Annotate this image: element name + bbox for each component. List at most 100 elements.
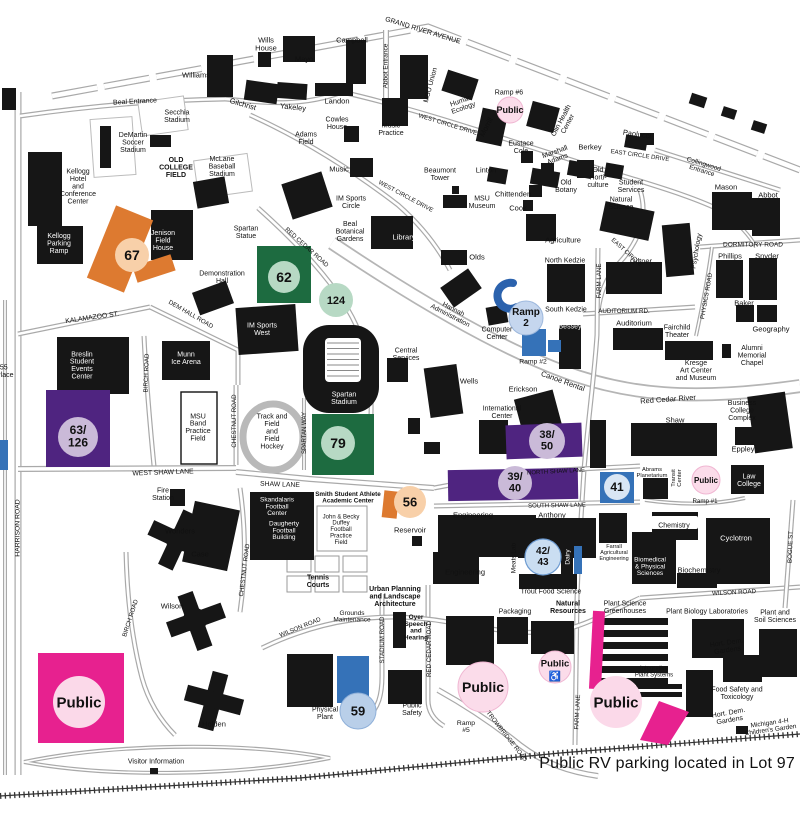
label-wells: Wells xyxy=(460,377,478,386)
secchia-stadium xyxy=(150,135,171,147)
collingwood-block xyxy=(640,133,654,145)
wilson-hub xyxy=(183,608,207,632)
label-eppley: Eppley xyxy=(732,445,755,454)
integrative-bar-1 xyxy=(636,684,682,689)
lot-59-number: 59 xyxy=(351,704,365,719)
label-giltner: Giltner xyxy=(630,257,653,266)
bessey-lot xyxy=(548,340,561,352)
minor-block-1 xyxy=(408,418,420,434)
label-visitor-information: Visitor Information xyxy=(128,758,184,765)
im-sports-west xyxy=(235,303,299,356)
label-beal-entrance: Beal Entrance xyxy=(113,97,157,106)
eustace-cole xyxy=(521,151,533,163)
grand-river-north-3 xyxy=(750,120,768,134)
kellogg-hotel xyxy=(28,152,62,226)
public-circle-southwest xyxy=(53,676,105,728)
north-kedzie xyxy=(547,264,585,302)
mclane-stadium xyxy=(192,176,230,209)
lot-41-circle xyxy=(604,474,630,500)
label-chemistry: Chemistry xyxy=(658,522,690,529)
yakeley xyxy=(276,81,308,101)
integrative-bar-2 xyxy=(636,692,682,697)
label-auditorium: Auditorium xyxy=(616,319,652,328)
label-geography: Geography xyxy=(752,325,789,334)
lot-56-number: 56 xyxy=(403,495,417,510)
label-farm-lane: FARM LANE xyxy=(596,263,603,298)
label-north-shaw-lane: NORTH SHAW LANE xyxy=(527,468,585,477)
label-wilson-road: WILSON ROAD xyxy=(712,588,757,597)
road-wilson-road-mid xyxy=(579,596,641,627)
children-garden-shed xyxy=(736,726,748,734)
chittenden xyxy=(529,185,542,197)
label-wilson: Wilson xyxy=(161,602,184,611)
label-west-shaw-lane: WEST SHAW LANE xyxy=(132,468,194,477)
road-wilson-road-east xyxy=(639,585,800,600)
label-harrison-road: HARRISON ROAD xyxy=(14,499,21,556)
greenhouse-bar-4 xyxy=(600,654,668,661)
label-trout-food-science: Trout Food Science xyxy=(521,588,582,595)
lot-63-126-number: 63/126 xyxy=(68,423,88,450)
secchia-field xyxy=(137,95,189,137)
beaumont-tower xyxy=(452,186,459,194)
public-label-handicap: Public xyxy=(541,658,570,669)
mason xyxy=(712,192,752,230)
road-trowbridge-road xyxy=(437,688,599,778)
lot-39-40-circle xyxy=(498,466,532,500)
label-baker: Baker xyxy=(734,299,754,308)
label-hort-dem: Hort. Dem.Gardens xyxy=(711,707,747,727)
wonders-hub xyxy=(166,528,190,552)
label-meats-lab: Meats Lab xyxy=(510,542,517,573)
snyder xyxy=(749,258,777,300)
reservoir-block xyxy=(412,536,422,546)
label-campbell: Campbell xyxy=(336,36,368,45)
breslin-center xyxy=(57,337,129,394)
lot-42-43-circle xyxy=(524,538,562,576)
wells-hall xyxy=(423,363,464,419)
shaw-hall xyxy=(631,423,717,456)
label-cyclotron: Cyclotron xyxy=(720,534,752,543)
lot-38-50-number: 38/50 xyxy=(539,429,554,453)
lot-79-circle xyxy=(321,426,355,460)
abbot-hall xyxy=(752,198,780,236)
engineering-south xyxy=(433,552,479,584)
msu-band-practice-field xyxy=(180,391,218,465)
geography-building xyxy=(757,305,777,322)
jenison-field-house xyxy=(151,210,193,260)
label-wonders: Wonders xyxy=(165,527,195,536)
greenhouse-bar-6 xyxy=(600,678,668,685)
landon xyxy=(315,83,353,96)
label-chestnut-road: CHESTNUT ROAD xyxy=(231,394,238,448)
lot-79-number: 79 xyxy=(330,435,346,451)
label-north-kedzie: North Kedzie xyxy=(545,257,586,264)
lot-63-126-circle xyxy=(58,417,98,457)
kellogg-parking-ramp xyxy=(37,226,83,264)
tennis-court-5 xyxy=(314,575,340,593)
label-bessey: Bessey xyxy=(559,323,582,330)
label-engineering: Engineering xyxy=(445,568,485,577)
red-cedar-river xyxy=(329,238,800,400)
natural-science xyxy=(599,201,655,241)
lot-67-number: 67 xyxy=(124,247,140,263)
label-farm-lane: FARM LANE xyxy=(573,694,582,729)
hort-building xyxy=(723,655,762,682)
label-auditorium-rd: AUDITORIUM RD. xyxy=(598,308,650,315)
cowles-house xyxy=(344,126,359,142)
